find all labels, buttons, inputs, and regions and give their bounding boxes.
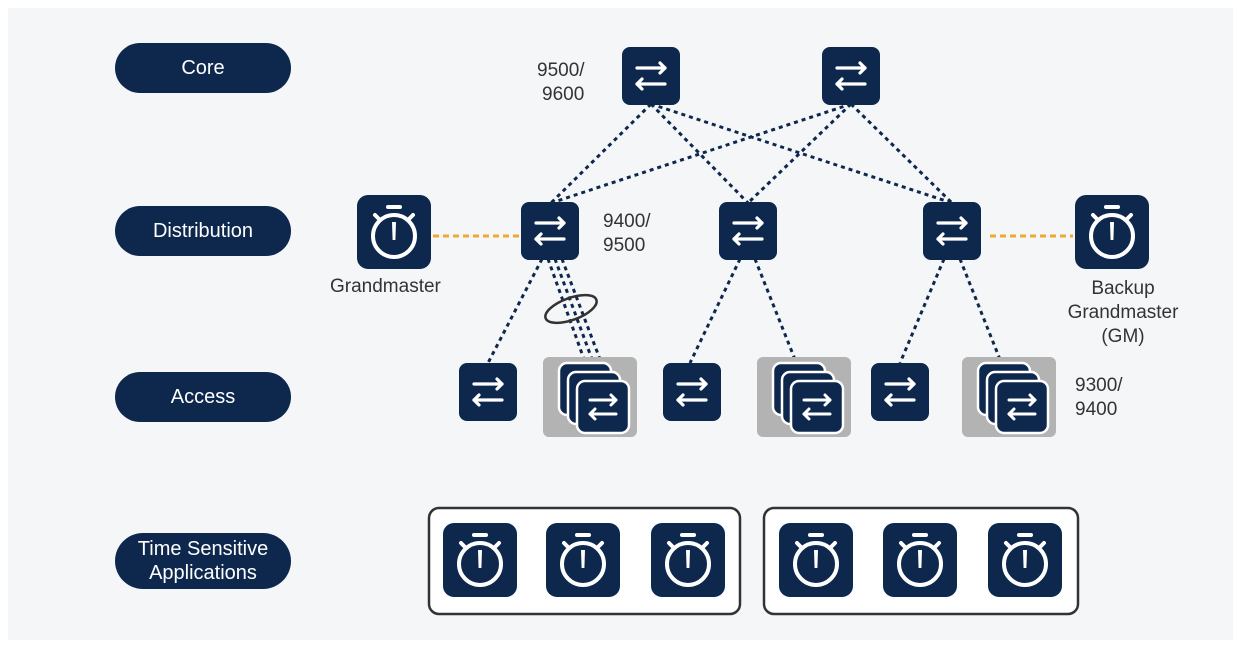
- backup-gm-line2: Grandmaster: [1067, 302, 1179, 323]
- backup-grandmaster-label: Backup Grandmaster (GM): [1060, 277, 1186, 349]
- core-switch-1: [620, 45, 682, 107]
- distribution-model-label: 9400/ 9500: [603, 210, 651, 258]
- link-dist1-stack1-b: [553, 258, 595, 363]
- link-dist3-stack3: [958, 258, 1003, 363]
- tier-access: Access: [115, 372, 291, 422]
- distribution-access-links: [486, 258, 1003, 364]
- tier-distribution-label: Distribution: [152, 220, 254, 242]
- link-dist1-stack1-c: [560, 258, 603, 363]
- tsa-clock-icon-2: [544, 521, 622, 599]
- access-switch-2: [661, 361, 723, 423]
- tier-core: Core: [115, 43, 291, 93]
- tier-tsa-label-line2: Applications: [149, 562, 257, 584]
- grandmaster-clock-icon: [355, 193, 433, 271]
- tsa-clock-icon-5: [881, 521, 959, 599]
- distribution-switch-2: [717, 200, 779, 262]
- access-switch-3: [869, 361, 931, 423]
- distribution-model-line1: 9400/: [603, 211, 651, 232]
- distribution-switch-3: [921, 200, 983, 262]
- tier-access-label: Access: [170, 386, 236, 408]
- core-switch-2: [820, 45, 882, 107]
- tsa-clock-icon-6: [986, 521, 1064, 599]
- tsa-clock-icon-3: [649, 521, 727, 599]
- tsa-clock-icon-1: [441, 521, 519, 599]
- link-dist1-stack1-a: [546, 258, 587, 363]
- tier-time-sensitive-applications: Time Sensitive Applications: [115, 533, 291, 589]
- tier-core-label: Core: [181, 57, 225, 79]
- tier-tsa-label-line1: Time Sensitive: [137, 538, 269, 560]
- grandmaster-label: Grandmaster: [330, 276, 441, 297]
- link-core2-dist3b: [849, 102, 954, 205]
- tier-distribution: Distribution: [115, 206, 291, 256]
- link-dist3-access3: [898, 258, 946, 364]
- backup-grandmaster-clock-icon: [1073, 193, 1151, 271]
- core-model-label: 9500/ 9600: [537, 59, 585, 107]
- port-channel-ellipse: [544, 293, 598, 325]
- link-core2-dist2: [746, 102, 853, 205]
- link-dist1-access1: [486, 258, 544, 364]
- link-core2-dist3: [650, 102, 953, 205]
- distribution-model-line2: 9500: [603, 235, 646, 256]
- access-stack-1: [541, 355, 639, 439]
- core-distribution-links: [549, 102, 954, 205]
- access-switch-1: [457, 361, 519, 423]
- link-dist2-stack2: [753, 258, 798, 363]
- access-model-line1: 9300/: [1075, 375, 1123, 396]
- backup-gm-line3: (GM): [1101, 326, 1145, 347]
- core-model-line2: 9600: [542, 84, 585, 105]
- access-stack-2: [755, 355, 853, 439]
- access-model-label: 9300/ 9400: [1075, 374, 1123, 422]
- tsa-clock-icon-4: [777, 521, 855, 599]
- backup-gm-line1: Backup: [1091, 278, 1155, 299]
- distribution-switch-1: [519, 200, 581, 262]
- link-core1-dist1: [549, 102, 653, 205]
- access-stack-3: [960, 355, 1058, 439]
- link-core1-dist2: [649, 102, 750, 205]
- access-model-line2: 9400: [1075, 399, 1118, 420]
- core-model-line1: 9500/: [537, 60, 585, 81]
- link-dist2-access2: [688, 258, 742, 364]
